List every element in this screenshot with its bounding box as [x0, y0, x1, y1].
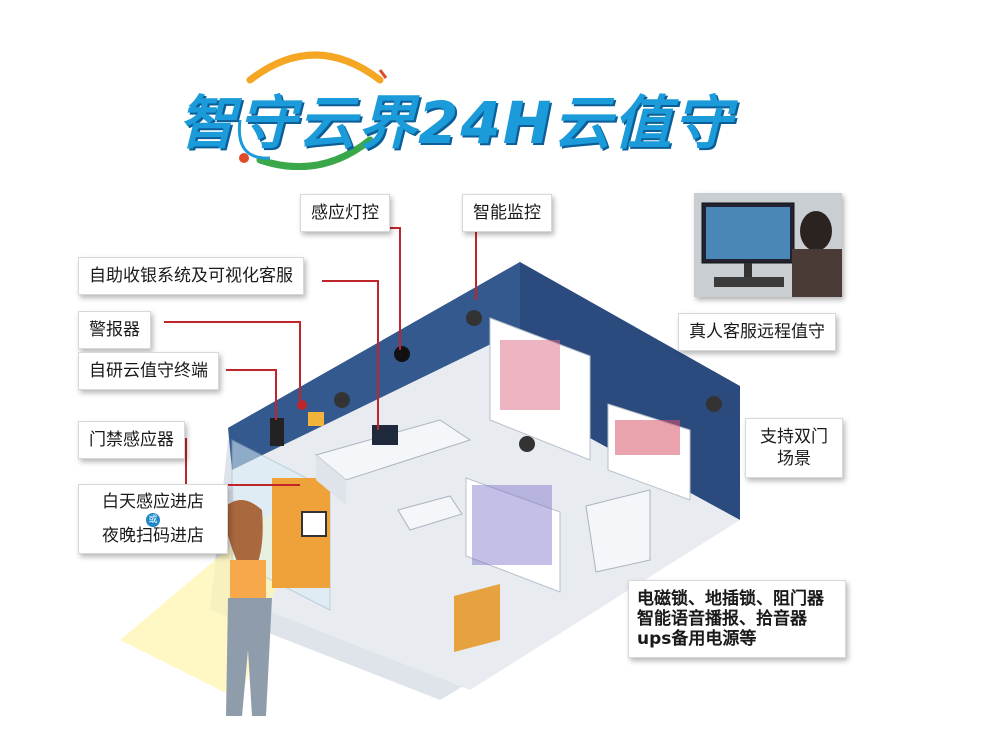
- scale-table: [397, 495, 463, 531]
- camera-2: [334, 392, 350, 408]
- cashier-counter: [314, 419, 472, 481]
- snack-shelf: [465, 477, 561, 593]
- callout-smart-monitor: 智能监控: [462, 194, 552, 232]
- page-title: 智守云界24H云值守: [178, 89, 734, 157]
- camera-4: [706, 396, 722, 412]
- light-sensor: [394, 346, 410, 362]
- meat-items: [615, 420, 680, 455]
- callout-locks: 电磁锁、地插锁、阻门器 智能语音播报、拾音器 ups备用电源等: [628, 580, 846, 658]
- door-qr: [301, 511, 327, 537]
- produce-crate: [454, 584, 500, 652]
- cashier-counter-front: [316, 455, 346, 505]
- freezer: [585, 489, 651, 573]
- person-top: [230, 560, 266, 600]
- callout-dual-door: 支持双门场景: [745, 418, 843, 478]
- day-entry-text: 白天感应进店: [102, 492, 204, 512]
- night-entry-text: 夜晚扫码进店: [102, 526, 204, 546]
- camera-1: [466, 310, 482, 326]
- callout-alarm: 警报器: [78, 311, 151, 349]
- remote-service-photo: [694, 193, 842, 297]
- brand-logo: [237, 51, 388, 170]
- camera-3: [519, 436, 535, 452]
- alarm-device: [297, 400, 307, 410]
- callout-entry-modes: 白天感应进店 或 夜晚扫码进店: [78, 484, 228, 554]
- person-legs: [226, 598, 272, 716]
- callout-terminal: 自研云值守终端: [78, 352, 219, 390]
- callout-door-sensor: 门禁感应器: [78, 421, 185, 459]
- checkout-screen: [372, 425, 398, 445]
- remote-service-image: [694, 193, 842, 297]
- yellow-box: [308, 412, 324, 426]
- snack-items: [472, 485, 552, 565]
- callout-light-control: 感应灯控: [300, 194, 390, 232]
- or-badge: 或: [146, 513, 160, 527]
- locks-line-2: 智能语音播报、拾音器: [637, 609, 807, 629]
- or-badge-row: 或: [87, 513, 219, 527]
- callout-self-checkout: 自助收银系统及可视化客服: [78, 257, 304, 295]
- left-wall: [228, 262, 520, 470]
- dual-door-text: 支持双门场景: [760, 427, 828, 469]
- locks-line-1: 电磁锁、地插锁、阻门器: [637, 589, 824, 609]
- terminal-device: [270, 418, 284, 446]
- callout-remote-service: 真人客服远程值守: [678, 313, 836, 351]
- fridge-products: [500, 340, 560, 410]
- locks-line-3: ups备用电源等: [637, 629, 757, 649]
